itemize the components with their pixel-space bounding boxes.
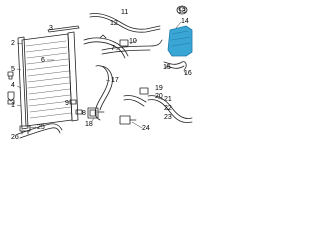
fitting-8 [75,109,83,115]
callout-20: 20 [155,93,163,100]
coolant-pipe [147,95,193,123]
callout-1: 1 [11,102,15,109]
callout-3: 3 [49,25,53,32]
overflow-hose [163,61,187,71]
callout-14: 14 [181,18,189,25]
callout-4: 4 [11,82,15,89]
radiator [17,31,79,130]
hose-bracket [101,39,163,55]
callout-6: 6 [41,57,45,64]
callout-12: 12 [110,20,118,27]
callout-18: 18 [85,121,93,128]
lower-hose [17,123,63,139]
callout-10: 10 [129,38,137,45]
reservoir-tank [167,25,193,57]
hose-clamp [99,34,107,39]
callout-5: 5 [11,66,15,73]
bracket-left [7,91,15,102]
drain-plug [7,71,14,80]
callout-26: 26 [11,134,19,141]
callout-24: 24 [142,125,150,132]
callout-15: 15 [163,64,171,71]
callout-2: 2 [11,40,15,47]
water-outlet [123,95,147,107]
parts-diagram: 13 11 12 14 3 2 10 6 7 5 15 16 4 17 19 2… [0,0,200,147]
callout-25: 25 [37,124,45,131]
callout-16: 16 [184,70,192,77]
callout-21: 21 [164,96,172,103]
clamp-24 [119,115,131,125]
callout-9: 9 [65,100,69,107]
callout-22: 22 [164,105,172,112]
callout-11: 11 [121,9,129,16]
diagram-artwork [7,5,193,139]
seal-strip [47,25,80,33]
upper-hose [83,37,129,59]
callout-23: 23 [164,114,172,121]
mount-left [7,99,15,105]
callout-19: 19 [155,85,163,92]
callout-8: 8 [82,110,86,117]
callout-7: 7 [111,45,115,52]
reservoir-cap [176,5,188,15]
bypass-hose [89,13,161,30]
callout-13: 13 [178,8,186,15]
fitting-9 [69,99,77,105]
callout-17: 17 [111,77,119,84]
thermostat-housing [87,107,99,119]
